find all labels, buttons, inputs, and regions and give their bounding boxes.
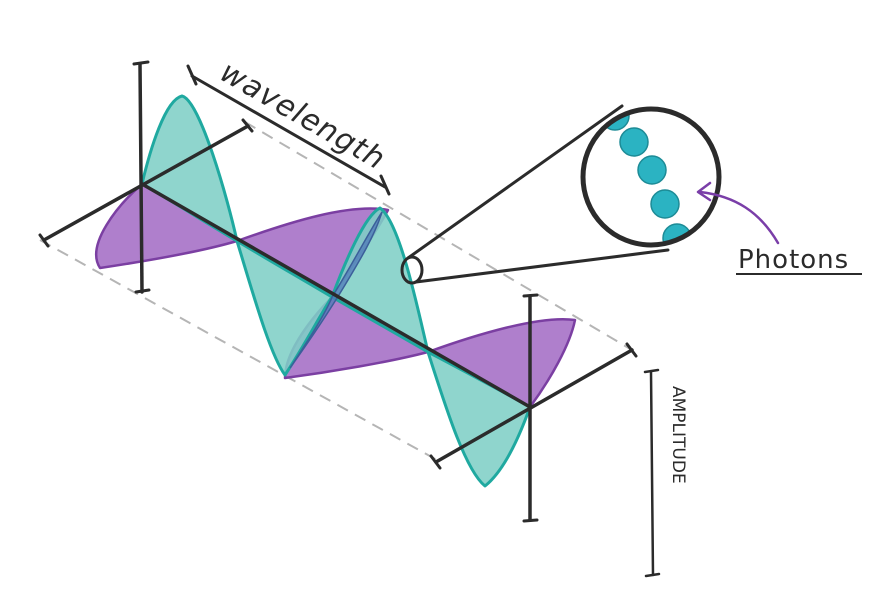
amplitude-bracket bbox=[643, 368, 661, 578]
electric-lobe-3 bbox=[330, 206, 430, 354]
photons-arrow bbox=[696, 181, 780, 245]
wavelength-marker bbox=[186, 64, 391, 196]
electric-lobe-2 bbox=[235, 239, 334, 377]
photons-label: Photons bbox=[738, 245, 849, 275]
amplitude-label: AMPLITUDE bbox=[668, 386, 688, 484]
axis-vertical-left bbox=[138, 62, 144, 294]
axes bbox=[38, 60, 638, 523]
magnifier-cone bbox=[400, 104, 670, 285]
magnifier-circle bbox=[580, 106, 722, 248]
wave-overlap-sliver bbox=[289, 211, 383, 369]
photon-2 bbox=[619, 127, 649, 157]
magnifier-source-ring bbox=[400, 255, 424, 285]
photon-4 bbox=[650, 189, 680, 219]
photon-3 bbox=[637, 155, 667, 185]
electric-wave bbox=[140, 94, 532, 488]
axis-horizontal-right bbox=[434, 348, 634, 464]
wavelength-label: wavelength bbox=[214, 55, 392, 178]
guide-bottom bbox=[39, 239, 438, 461]
axis-horizontal-left bbox=[42, 124, 250, 242]
propagation-axis bbox=[140, 182, 532, 409]
